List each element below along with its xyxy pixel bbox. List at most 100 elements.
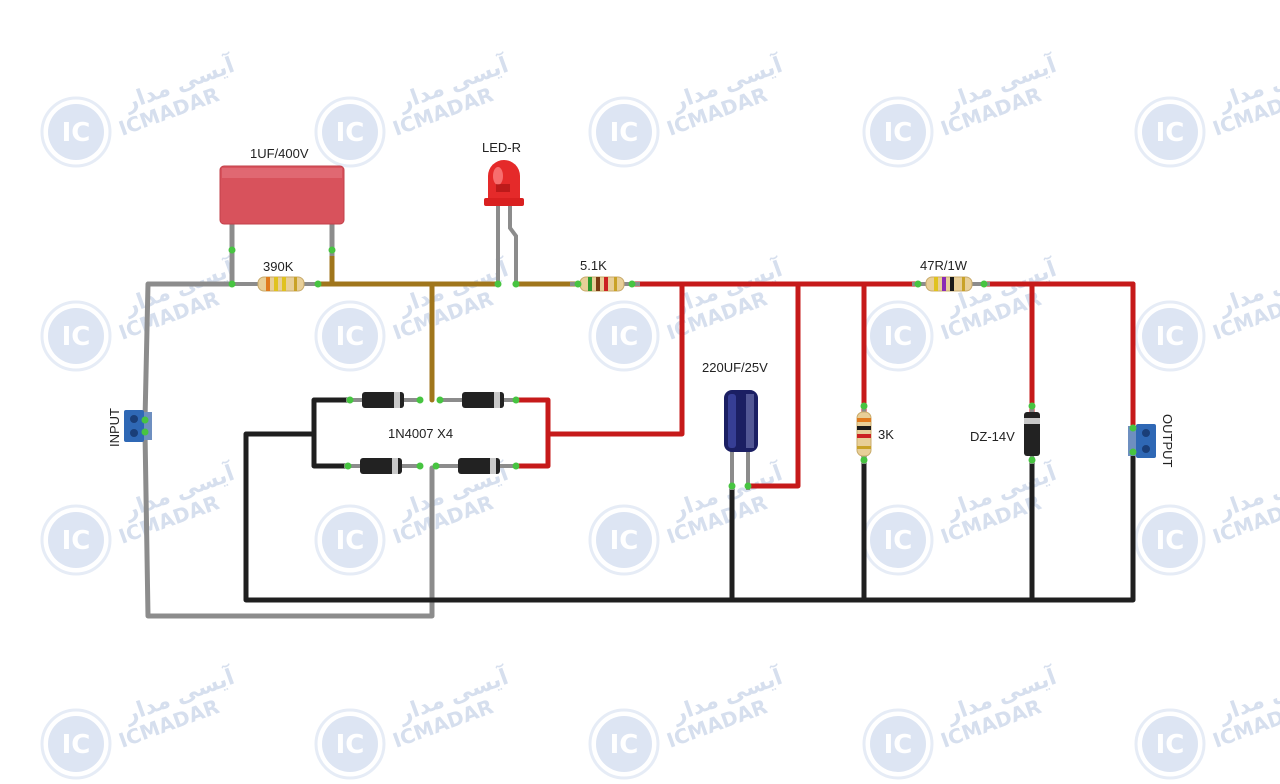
zener-diode xyxy=(1024,404,1040,464)
watermark-logo-disc xyxy=(48,308,104,364)
label-diodes: 1N4007 X4 xyxy=(388,426,453,441)
watermark-logo-text: IC xyxy=(62,322,91,352)
label-capacitor-film: 1UF/400V xyxy=(250,146,309,161)
label-capacitor-elec: 220UF/25V xyxy=(702,360,768,375)
watermark-logo-text: IC xyxy=(610,730,639,760)
label-resistor-out: 47R/1W xyxy=(920,258,968,273)
wire-red-group xyxy=(513,281,1136,489)
watermark-logo-disc xyxy=(48,716,104,772)
label-led: LED-R xyxy=(482,140,521,155)
watermark-logo-ring xyxy=(314,300,386,372)
watermark-logo-disc xyxy=(596,512,652,568)
watermark-logo-text: IC xyxy=(884,322,913,352)
watermark-logo-text: IC xyxy=(62,118,91,148)
watermark-logo-disc xyxy=(596,308,652,364)
watermark-logo-ring xyxy=(588,300,660,372)
watermark-logo-disc xyxy=(1142,308,1198,364)
watermark-logo-disc xyxy=(322,308,378,364)
watermark-logo-ring xyxy=(40,96,112,168)
watermark-logo-ring xyxy=(40,504,112,576)
wire-red-bridge-right xyxy=(513,397,551,469)
watermark-logo-disc xyxy=(322,512,378,568)
watermark-logo-ring xyxy=(314,708,386,780)
resistor-390k xyxy=(232,276,318,292)
wire-black-bridge-left xyxy=(311,397,353,469)
electrolytic-capacitor xyxy=(724,390,758,490)
watermark-logo-ring xyxy=(1134,504,1206,576)
wire-black-ground-loop xyxy=(243,431,1136,603)
watermark-logo-text: IC xyxy=(610,526,639,556)
watermark-logo-ring xyxy=(1134,96,1206,168)
watermark-logo-disc xyxy=(322,716,378,772)
label-output-terminal: OUTPUT xyxy=(1160,414,1175,468)
watermark-logo-text: IC xyxy=(336,526,365,556)
watermark-logo-disc xyxy=(870,716,926,772)
diode-bottom-left xyxy=(344,458,420,474)
diode-bottom-right xyxy=(436,458,516,474)
watermark-logo-ring xyxy=(862,96,934,168)
watermark-logo-ring xyxy=(588,504,660,576)
watermark-logo-text: IC xyxy=(884,730,913,760)
led-red xyxy=(484,160,524,284)
terminal-input xyxy=(124,410,152,442)
terminal-output xyxy=(1128,424,1156,458)
watermark-logo-text: IC xyxy=(1156,730,1185,760)
wire-input-bottom xyxy=(142,429,435,619)
label-resistor-led: 5.1K xyxy=(580,258,607,273)
wire-input-top xyxy=(142,281,235,423)
wire-black-group xyxy=(243,397,1136,603)
watermark-logo-text: IC xyxy=(610,322,639,352)
watermark-logo-ring xyxy=(314,96,386,168)
watermark-logo-disc xyxy=(870,104,926,160)
watermark-logo-text: IC xyxy=(610,118,639,148)
label-resistor-3k: 3K xyxy=(878,427,894,442)
label-resistor-input: 390K xyxy=(263,259,294,274)
wire-gray-group xyxy=(142,281,435,619)
watermark-logo-text: IC xyxy=(884,118,913,148)
pin-dots xyxy=(141,246,1137,490)
watermark-logo-disc xyxy=(596,104,652,160)
wire-red-bridge-plus xyxy=(545,281,685,437)
resistor-3k xyxy=(856,404,872,464)
watermark-logo-disc xyxy=(48,512,104,568)
watermark-logo-text: IC xyxy=(62,526,91,556)
watermark-logo-disc xyxy=(596,716,652,772)
watermark-logo-text: IC xyxy=(336,730,365,760)
watermark-logo-text: IC xyxy=(62,730,91,760)
resistor-47r xyxy=(912,276,990,292)
watermark-logo-disc xyxy=(1142,716,1198,772)
watermark-logo-text: IC xyxy=(336,118,365,148)
watermark-logo-disc xyxy=(322,104,378,160)
watermark-logo-disc xyxy=(1142,104,1198,160)
watermark-logo-ring xyxy=(1134,708,1206,780)
watermark-logo-disc xyxy=(870,512,926,568)
wire-red-cap-plus xyxy=(745,281,801,489)
watermark-logo-text: IC xyxy=(1156,118,1185,148)
watermark-logo-text: IC xyxy=(884,526,913,556)
watermark-logo-text: IC xyxy=(1156,526,1185,556)
watermark-logo-ring xyxy=(588,708,660,780)
watermark-logo-ring xyxy=(862,708,934,780)
watermark-logo-text: IC xyxy=(1156,322,1185,352)
watermark-logo-ring xyxy=(314,504,386,576)
watermark-logo-text: IC xyxy=(336,322,365,352)
watermark-logo-ring xyxy=(40,708,112,780)
label-input-terminal: INPUT xyxy=(107,408,122,447)
watermark-logo-ring xyxy=(40,300,112,372)
diode-top-right xyxy=(440,392,518,408)
watermark-logo-ring xyxy=(1134,300,1206,372)
